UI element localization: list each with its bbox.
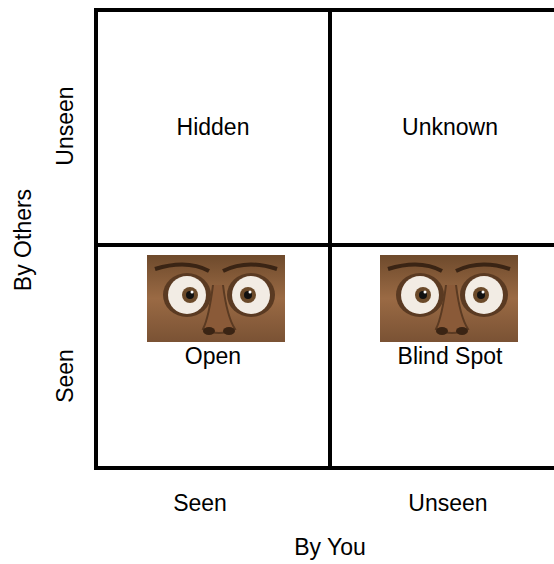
axis-label: By You — [294, 535, 366, 560]
axis-label: Seen — [53, 349, 78, 403]
axis-label: By Others — [11, 189, 36, 291]
quadrant-title: Open — [185, 344, 241, 369]
axis-label: Unseen — [53, 86, 78, 165]
axis-label: Seen — [173, 491, 227, 516]
quadrant-box: Unknown — [332, 12, 554, 243]
quadrant-box: Blind Spot — [332, 247, 554, 466]
quadrant-title: Blind Spot — [398, 344, 503, 369]
face-picture — [380, 255, 518, 342]
axis-label: Unseen — [408, 491, 487, 516]
quadrant-box: Open — [98, 247, 328, 466]
quadrant-box: Hidden — [98, 12, 328, 243]
face-picture — [147, 255, 285, 342]
quadrant-title: Unknown — [402, 115, 498, 140]
quadrant-title: Hidden — [177, 115, 250, 140]
grid-lines — [94, 8, 554, 470]
